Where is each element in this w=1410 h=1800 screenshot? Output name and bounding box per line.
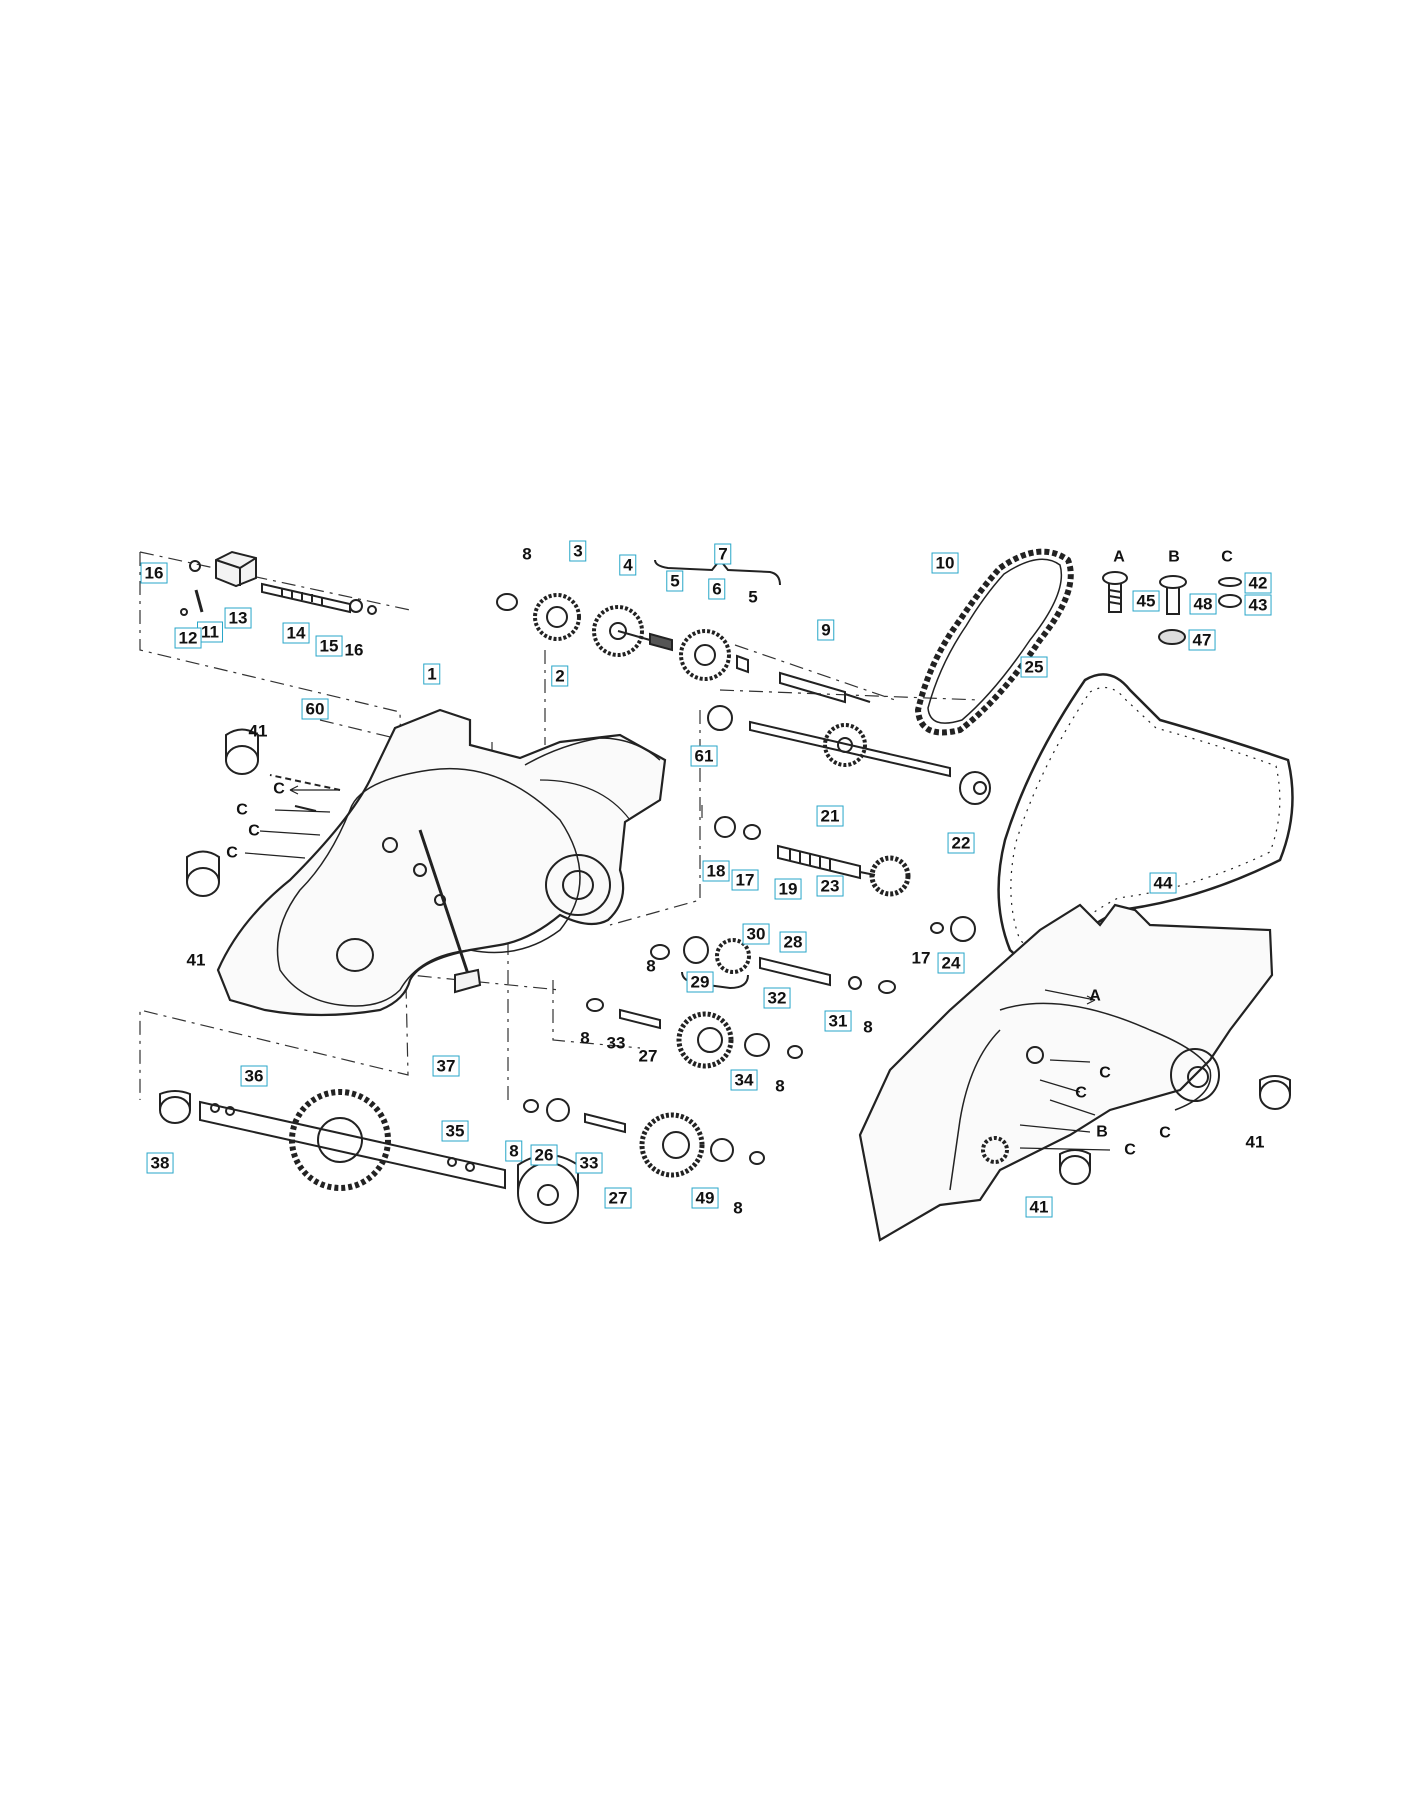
part-label-17b: 17 <box>911 948 931 968</box>
part-label-14: 14 <box>282 622 310 644</box>
ref-label-c-3: C <box>248 822 260 840</box>
part-label-18: 18 <box>702 860 730 882</box>
part-label-30: 30 <box>742 923 770 945</box>
part-label-47: 47 <box>1188 629 1216 651</box>
part-label-22: 22 <box>947 832 975 854</box>
reduction-gear-lower <box>523 1098 765 1178</box>
part-label-8d: 8 <box>580 1028 590 1048</box>
tine-axle-assembly <box>159 1089 579 1224</box>
part-label-19: 19 <box>774 878 802 900</box>
part-label-24: 24 <box>937 952 965 974</box>
ref-label-c-right-4: C <box>1124 1141 1136 1159</box>
part-label-10: 10 <box>931 552 959 574</box>
part-label-8c: 8 <box>863 1017 873 1037</box>
ref-label-c-right-2: C <box>1075 1084 1087 1102</box>
drive-chain <box>914 548 1074 736</box>
part-label-8f: 8 <box>505 1140 523 1162</box>
part-label-45: 45 <box>1132 590 1160 612</box>
part-label-41c: 41 <box>1245 1132 1265 1152</box>
ref-label-a-right: A <box>1089 987 1101 1005</box>
hardware-header-a: A <box>1113 548 1125 566</box>
part-label-26: 26 <box>530 1144 558 1166</box>
part-label-36: 36 <box>240 1065 268 1087</box>
part-label-8g: 8 <box>733 1198 743 1218</box>
countershaft-group <box>707 705 991 805</box>
part-label-5: 5 <box>666 570 684 592</box>
part-label-33b: 33 <box>575 1152 603 1174</box>
left-gear-housing <box>216 708 667 1017</box>
part-label-5b: 5 <box>748 587 758 607</box>
part-label-1: 1 <box>423 663 441 685</box>
part-label-15: 15 <box>315 635 343 657</box>
part-label-3: 3 <box>569 540 587 562</box>
part-label-23: 23 <box>816 875 844 897</box>
gasket <box>997 673 1294 963</box>
part-label-33: 33 <box>606 1033 626 1053</box>
left-bushings <box>186 728 341 897</box>
part-label-8: 8 <box>522 544 532 564</box>
part-label-12: 12 <box>174 627 202 649</box>
part-label-38: 38 <box>146 1152 174 1174</box>
right-gear-housing <box>858 903 1291 1242</box>
part-label-41d: 41 <box>1025 1196 1053 1218</box>
ref-label-c-4: C <box>226 844 238 862</box>
part-label-25: 25 <box>1020 656 1048 678</box>
part-label-4: 4 <box>619 554 637 576</box>
part-label-37: 37 <box>432 1055 460 1077</box>
part-label-44: 44 <box>1149 872 1177 894</box>
part-label-27: 27 <box>638 1046 658 1066</box>
mainshaft-group <box>650 816 976 994</box>
part-label-41b: 41 <box>186 950 206 970</box>
ref-label-c-right-3: C <box>1159 1124 1171 1142</box>
part-label-35: 35 <box>441 1120 469 1142</box>
part-label-21: 21 <box>816 805 844 827</box>
part-label-2: 2 <box>551 665 569 687</box>
part-label-17: 17 <box>731 869 759 891</box>
part-label-42: 42 <box>1244 572 1272 594</box>
part-label-27b: 27 <box>604 1187 632 1209</box>
part-label-48: 48 <box>1189 593 1217 615</box>
part-label-13: 13 <box>224 607 252 629</box>
part-label-34: 34 <box>730 1069 758 1091</box>
ref-label-c-right-1: C <box>1099 1064 1111 1082</box>
part-label-43: 43 <box>1244 594 1272 616</box>
part-label-49: 49 <box>691 1187 719 1209</box>
hardware-header-c: C <box>1221 548 1233 566</box>
part-label-16b: 16 <box>344 640 364 660</box>
reduction-gear-upper <box>586 998 803 1069</box>
shift-lever <box>418 829 482 994</box>
part-label-8b: 8 <box>646 956 656 976</box>
part-label-61: 61 <box>690 745 718 767</box>
part-label-8e: 8 <box>775 1076 785 1096</box>
hardware-details <box>1102 571 1242 645</box>
reference-arrows <box>244 785 1111 1151</box>
part-label-60: 60 <box>301 698 329 720</box>
part-label-16: 16 <box>140 562 168 584</box>
part-label-31: 31 <box>824 1010 852 1032</box>
part-label-41: 41 <box>248 721 268 741</box>
part-label-9: 9 <box>817 619 835 641</box>
ref-label-c-2: C <box>236 801 248 819</box>
part-label-7: 7 <box>714 543 732 565</box>
hardware-header-b: B <box>1168 548 1180 566</box>
part-label-6: 6 <box>708 578 726 600</box>
part-label-28: 28 <box>779 931 807 953</box>
ref-label-c-1: C <box>273 780 285 798</box>
part-label-29: 29 <box>686 971 714 993</box>
worm-shaft-assembly <box>180 550 377 616</box>
ref-label-b-right: B <box>1096 1123 1108 1141</box>
part-label-32: 32 <box>763 987 791 1009</box>
